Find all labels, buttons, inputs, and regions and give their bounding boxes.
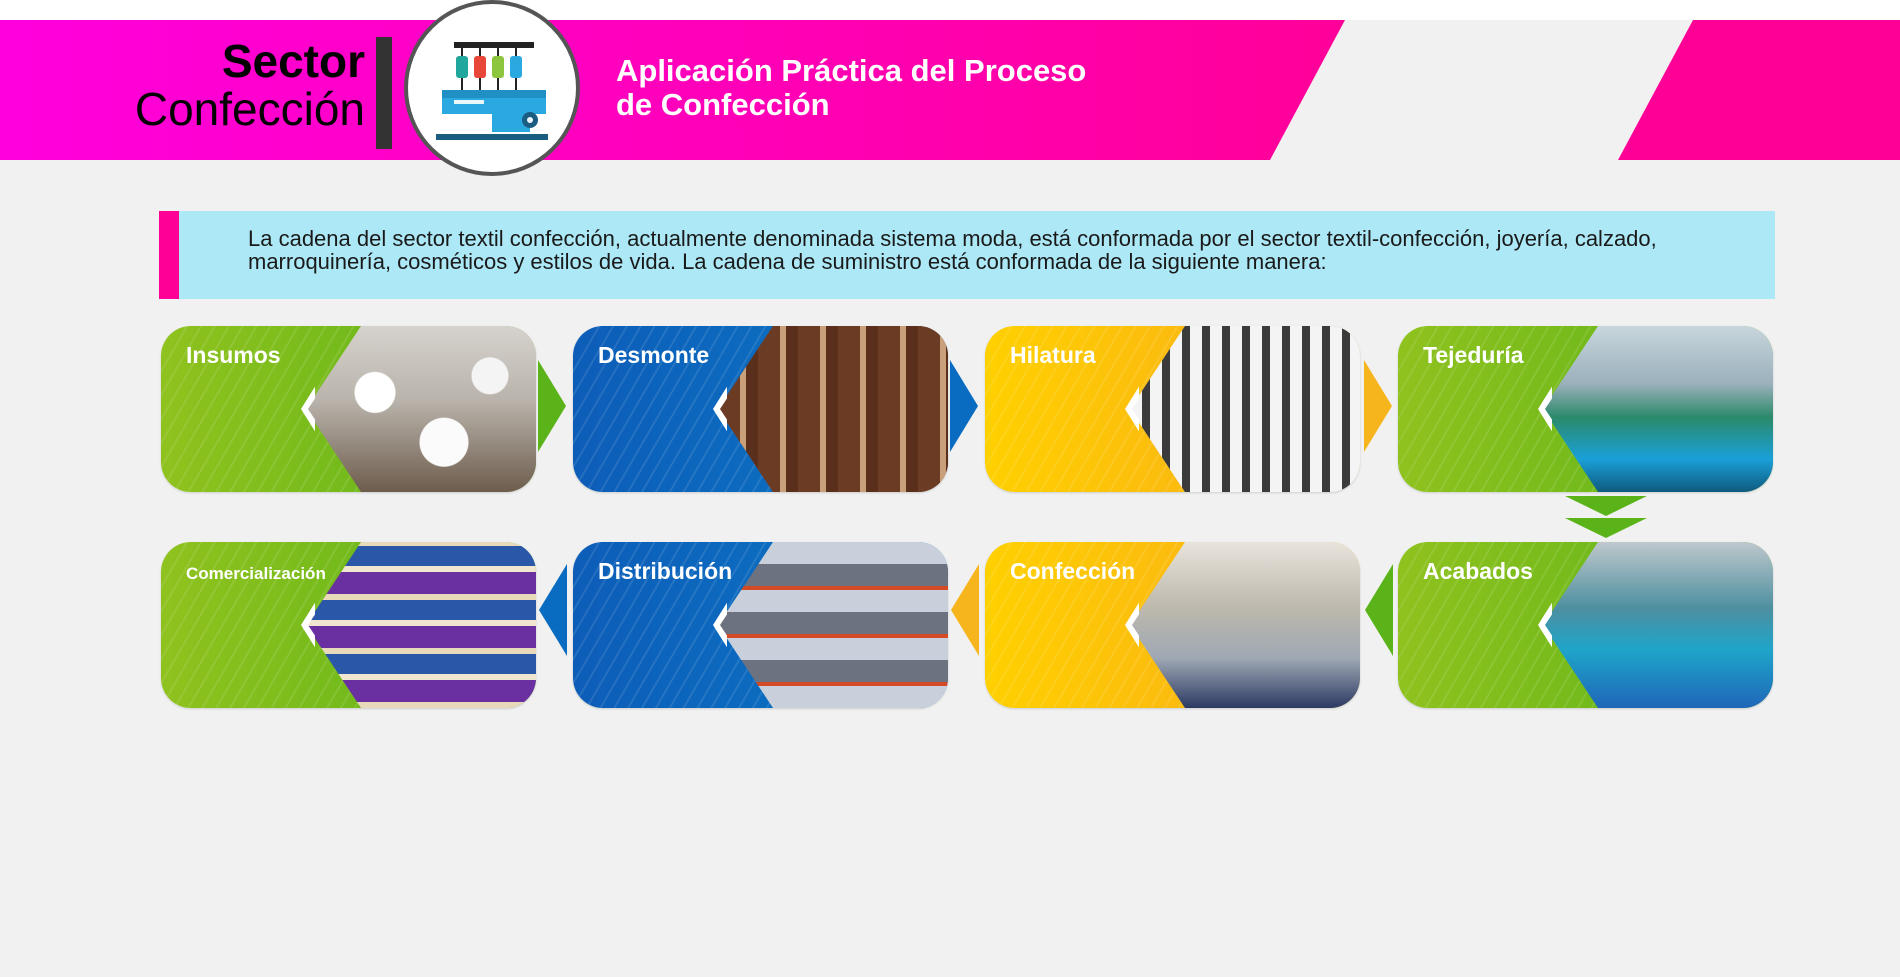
process-step-distribucion[interactable]: Distribución (573, 542, 948, 708)
process-step-label: Acabados (1423, 558, 1533, 584)
arrow-down-icon (1565, 496, 1647, 516)
process-step-label: Confección (1010, 558, 1136, 584)
process-step-desmonte[interactable]: Desmonte (573, 326, 948, 492)
finishing-photo (1543, 542, 1773, 708)
process-step-label: Hilatura (1010, 342, 1096, 368)
process-step-acabados[interactable]: Acabados (1398, 542, 1773, 708)
title-divider (376, 37, 392, 149)
page-title: Aplicación Práctica del Proceso de Confe… (616, 54, 1176, 122)
process-step-tejeduria[interactable]: Tejeduría (1398, 326, 1773, 492)
cotton-bales-photo (718, 326, 948, 492)
sewing-floor-photo (1130, 542, 1360, 708)
intro-text: La cadena del sector textil confección, … (248, 226, 1657, 274)
retail-photo (306, 542, 536, 708)
spinning-photo (1130, 326, 1360, 492)
sector-title: Sector Confección (135, 38, 365, 134)
arrow-right-icon (950, 360, 978, 452)
arrow-left-icon (539, 564, 567, 656)
logo-badge (404, 0, 580, 176)
process-step-hilatura[interactable]: Hilatura (985, 326, 1360, 492)
weaving-photo (1543, 326, 1773, 492)
arrow-left-icon (951, 564, 979, 656)
process-step-label: Comercialización (186, 564, 326, 583)
embroidery-machine-icon (436, 42, 548, 140)
top-strip (0, 0, 1900, 20)
arrow-right-icon (1364, 360, 1392, 452)
arrow-left-icon (1365, 564, 1393, 656)
page-title-line2: de Confección (616, 87, 830, 122)
header-banner (0, 20, 1345, 160)
process-step-label: Distribución (598, 558, 733, 584)
arrow-down-icon (1565, 518, 1647, 538)
process-step-comercializacion[interactable]: Comercialización (161, 542, 536, 708)
arrow-right-icon (538, 360, 566, 452)
process-step-label: Insumos (186, 342, 281, 368)
page-title-line1: Aplicación Práctica del Proceso (616, 53, 1087, 88)
process-step-insumos[interactable]: Insumos (161, 326, 536, 492)
sector-title-line2: Confección (134, 83, 365, 135)
process-step-confeccion[interactable]: Confección (985, 542, 1360, 708)
warehouse-photo (718, 542, 948, 708)
process-step-label: Tejeduría (1423, 342, 1524, 368)
cotton-photo (306, 326, 536, 492)
sector-title-line1: Sector (221, 35, 365, 87)
process-step-label: Desmonte (598, 342, 710, 368)
intro-box: La cadena del sector textil confección, … (159, 211, 1775, 299)
header-banner-accent (1618, 20, 1900, 160)
intro-accent-bar (159, 211, 179, 299)
